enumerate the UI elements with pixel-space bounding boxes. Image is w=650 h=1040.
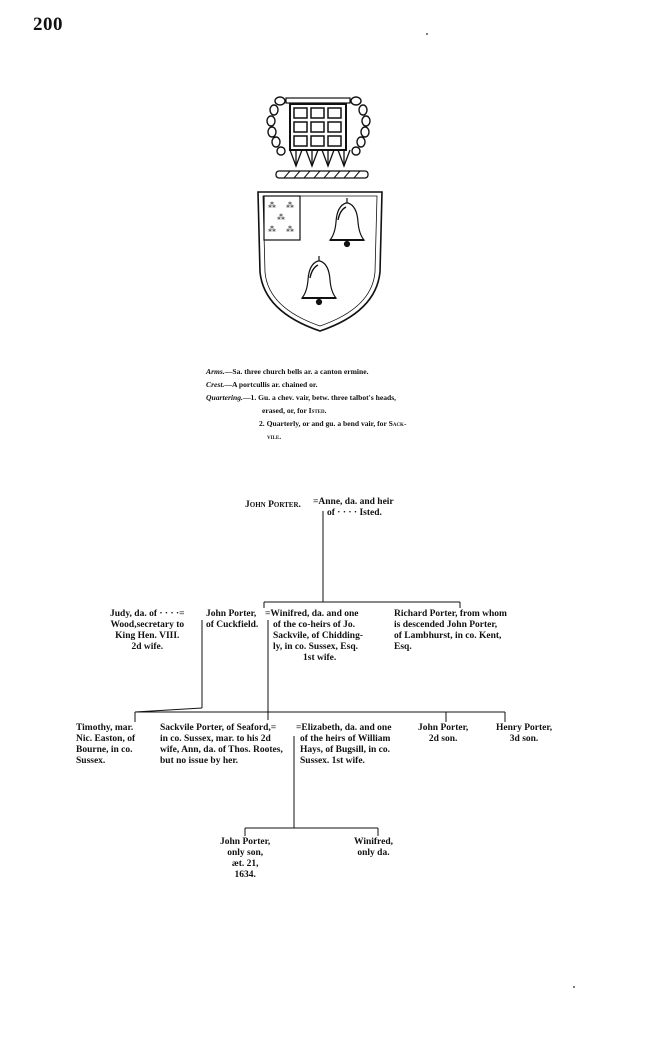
person-timothy: Timothy, mar. Nic. Easton, of Bourne, in… <box>76 723 135 767</box>
text-line: Sackvile Porter, of Seaford,= <box>160 723 277 733</box>
text-line: Esq. <box>394 642 412 652</box>
text-line: =Anne, da. and heir <box>313 497 394 507</box>
arms-line: Arms.—Sa. three church bells ar. a canto… <box>206 367 369 376</box>
text-line: æt. 21, <box>231 859 259 869</box>
paper-speck <box>573 986 575 988</box>
text-line: Sussex. 1st wife. <box>300 756 365 766</box>
text-line: =Winifred, da. and one <box>265 609 359 619</box>
quartering-line: Quartering.—1. Gu. a chev. vair, betw. t… <box>206 393 397 402</box>
svg-text:⁂: ⁂ <box>277 212 285 222</box>
text-line: only da. <box>357 848 390 858</box>
crest-line: Crest.—A portcullis ar. chained or. <box>206 380 318 389</box>
text-line: of the co-heirs of Jo. <box>273 620 356 630</box>
text-line: John Porter, <box>220 837 271 847</box>
person-john-porter: John Porter. <box>245 500 301 510</box>
text-line: King Hen. VIII. <box>115 631 180 641</box>
text-line: wife, Ann, da. of Thos. Rootes, <box>160 745 283 755</box>
text-line: Timothy, mar. <box>76 723 134 733</box>
text-line: 1st wife. <box>303 653 337 663</box>
paper-speck <box>426 33 428 35</box>
text-line: 1634. <box>234 870 256 880</box>
text-line: Wood,secretary to <box>110 620 185 630</box>
text-line: 2d wife. <box>131 642 164 652</box>
crest-portcullis <box>266 96 371 179</box>
text-line: 2d son. <box>428 734 458 744</box>
person-henry-porter: Henry Porter, 3d son. <box>496 723 552 745</box>
text-line: Sackvile, of Chidding- <box>273 631 364 641</box>
text-line: Richard Porter, from whom <box>394 609 507 619</box>
text-line: is descended John Porter, <box>394 620 498 630</box>
text-line: Hays, of Bugsill, in co. <box>300 745 390 755</box>
svg-text:⁂: ⁂ <box>286 200 294 210</box>
text-line: John Porter, <box>206 609 257 619</box>
page-number: 200 <box>33 14 63 35</box>
text-line: =Elizabeth, da. and one <box>296 723 392 733</box>
text-line: in co. Sussex, mar. to his 2d <box>160 734 271 744</box>
shield: ⁂⁂ ⁂⁂⁂ <box>257 191 383 332</box>
svg-text:⁂: ⁂ <box>268 224 276 234</box>
text-line: of · · · · Isted. <box>327 508 382 518</box>
text-line: Judy, da. of · · · ·= <box>110 609 185 619</box>
text-line: Henry Porter, <box>496 723 553 733</box>
person-anne-isted: =Anne, da. and heir of · · · · Isted. <box>313 497 394 519</box>
person-john-porter-only-son: John Porter, only son, æt. 21, 1634. <box>220 837 270 881</box>
bell-icon <box>328 198 366 248</box>
person-winifred-sackvile: =Winifred, da. and one of the co-heirs o… <box>265 609 363 664</box>
arms-description: Arms.—Sa. three church bells ar. a canto… <box>206 365 406 443</box>
text-line: 3d son. <box>509 734 539 744</box>
text-line: but no issue by her. <box>160 756 239 766</box>
text-line: of Cuckfield. <box>206 620 259 630</box>
quartering-line-3: 2. Quarterly, or and gu. a bend vair, fo… <box>259 419 407 428</box>
coat-of-arms: ⁂⁂ ⁂⁂⁂ <box>257 96 383 332</box>
person-sackvile-porter: Sackvile Porter, of Seaford,= in co. Sus… <box>160 723 283 767</box>
person-richard-porter: Richard Porter, from whom is descended J… <box>394 609 507 653</box>
person-john-porter-2d-son: John Porter, 2d son. <box>418 723 468 745</box>
text-line: John Porter, <box>418 723 469 733</box>
bell-icon <box>300 256 338 306</box>
svg-text:⁂: ⁂ <box>286 224 294 234</box>
quartering-line-4: vile. <box>267 432 282 441</box>
text-line: of the heirs of William <box>300 734 391 744</box>
text-line: Bourne, in co. <box>76 745 133 755</box>
person-winifred-only-da: Winifred, only da. <box>354 837 393 859</box>
person-elizabeth-hays: =Elizabeth, da. and one of the heirs of … <box>296 723 391 767</box>
quartering-line-2: erased, or, for Isted. <box>262 406 327 415</box>
person-john-porter-cuckfield: John Porter, of Cuckfield. <box>206 609 258 631</box>
text-line: Sussex. <box>76 756 106 766</box>
text-line: Nic. Easton, of <box>76 734 136 744</box>
text-line: Winifred, <box>354 837 393 847</box>
svg-text:⁂: ⁂ <box>268 200 276 210</box>
person-judy-wood: Judy, da. of · · · ·= Wood,secretary to … <box>110 609 185 653</box>
text-line: only son, <box>227 848 264 858</box>
text-line: ly, in co. Sussex, Esq. <box>273 642 358 652</box>
text-line: of Lambhurst, in co. Kent, <box>394 631 502 641</box>
